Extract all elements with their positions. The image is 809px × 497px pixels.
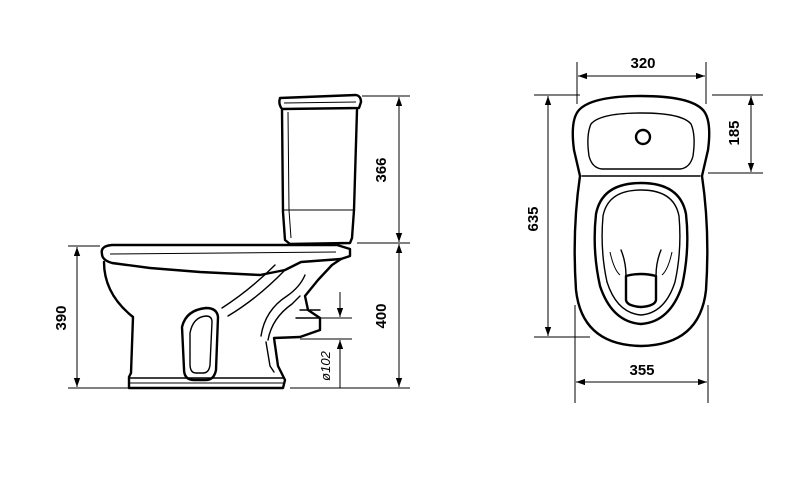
cistern-body [280, 108, 359, 246]
seat-height-label: 400 [373, 303, 390, 328]
tank-top [587, 112, 695, 170]
total-length-label: 635 [525, 206, 542, 231]
bowl-rim [100, 243, 352, 277]
bowl-opening [593, 181, 689, 326]
bowl-width-label: 355 [629, 362, 654, 379]
tank-depth-label: 185 [726, 120, 743, 145]
cistern-lid [278, 93, 363, 111]
top-outline [571, 94, 711, 348]
outlet-diameter-label: ø102 [318, 350, 333, 380]
bowl-height-label: 390 [53, 305, 70, 330]
tank-height-label: 366 [373, 157, 390, 182]
flush-button [634, 128, 652, 146]
tank-width-label: 320 [630, 55, 655, 72]
top-view: 320 185 635 355 [525, 55, 763, 403]
side-view: 366 400 390 ø102 [53, 93, 410, 390]
trapway [180, 306, 220, 382]
bowl-body [102, 257, 343, 390]
water-spot [624, 272, 658, 309]
